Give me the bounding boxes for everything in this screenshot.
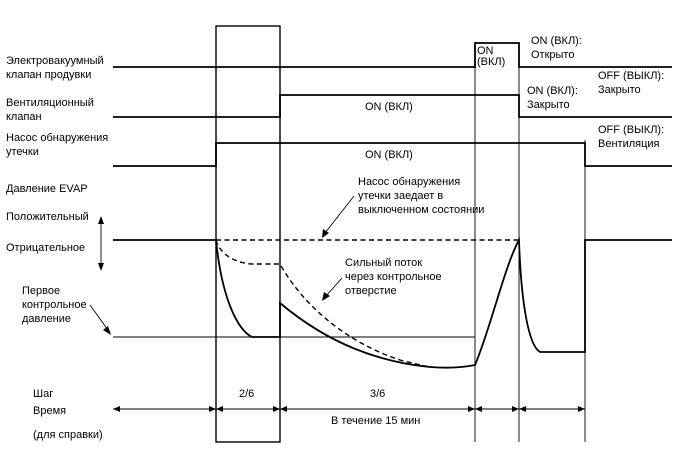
note-stuck-off-2: утечки заедает в xyxy=(358,190,443,202)
label-purge-valve-2: клапан продувки xyxy=(6,69,91,81)
evap-pressure-curve xyxy=(113,236,672,369)
note-high-flow-2: через контрольное xyxy=(345,271,442,283)
label-vent-valve-1: Вентиляционный xyxy=(6,97,94,109)
time-label: Время xyxy=(33,405,66,417)
time-axis xyxy=(113,406,585,412)
purge-on-box-2: (ВКЛ) xyxy=(477,56,505,68)
purge-off-closed-1: OFF (ВЫКЛ): xyxy=(598,70,664,82)
purge-valve-signal xyxy=(113,42,672,68)
label-vent-valve-2: клапан xyxy=(6,111,42,123)
note-stuck-off-1: Насос обнаружения xyxy=(358,176,460,188)
first-ref-pointer-arrow xyxy=(89,304,111,335)
label-pump-2: утечки xyxy=(6,146,39,158)
label-first-ref-3: давление xyxy=(22,313,71,325)
reference-label: (для справки) xyxy=(33,429,103,441)
during-label: В течение 15 мин xyxy=(331,415,420,427)
pump-off-vent-2: Вентиляция xyxy=(598,138,660,150)
note-high-flow-1: Сильный поток xyxy=(345,257,422,269)
pressure-direction-arrow xyxy=(98,216,104,271)
vent-valve-signal xyxy=(113,94,672,118)
label-first-ref-1: Первое xyxy=(22,285,60,297)
vent-on-closed-2: Закрыто xyxy=(527,99,570,111)
pump-on-mid: ON (ВКЛ) xyxy=(365,149,413,161)
step-2-window xyxy=(215,25,281,443)
pump-off-vent-1: OFF (ВЫКЛ): xyxy=(598,124,664,136)
purge-on-open-1: ON (ВКЛ): xyxy=(531,35,582,47)
note-high-flow-3: отверстие xyxy=(345,285,397,297)
label-pump-1: Насос обнаружения xyxy=(6,132,108,144)
evap-pressure-high-flow-dashed xyxy=(215,239,431,368)
label-negative: Отрицательное xyxy=(6,242,85,254)
step-label: Шаг xyxy=(33,388,53,400)
purge-off-closed-2: Закрыто xyxy=(598,84,641,96)
vent-on-closed-1: ON (ВКЛ): xyxy=(527,85,578,97)
label-first-ref-2: контрольное xyxy=(22,299,87,311)
step-a: 2/6 xyxy=(239,388,254,400)
note-stuck-off-3: выключенном состоянии xyxy=(358,204,484,216)
pump-signal xyxy=(113,142,672,167)
step-b: 3/6 xyxy=(370,388,385,400)
purge-on-box-1: ON xyxy=(477,45,494,57)
vent-on-mid: ON (ВКЛ) xyxy=(365,101,413,113)
label-evap-pressure: Давление EVAP xyxy=(6,183,88,195)
note-high-flow-pointer xyxy=(322,277,343,301)
label-positive: Положительный xyxy=(6,211,89,223)
note-stuck-off-pointer xyxy=(322,195,355,238)
label-purge-valve-1: Электровакуумный xyxy=(6,55,104,67)
purge-on-open-2: Открыто xyxy=(531,49,574,61)
